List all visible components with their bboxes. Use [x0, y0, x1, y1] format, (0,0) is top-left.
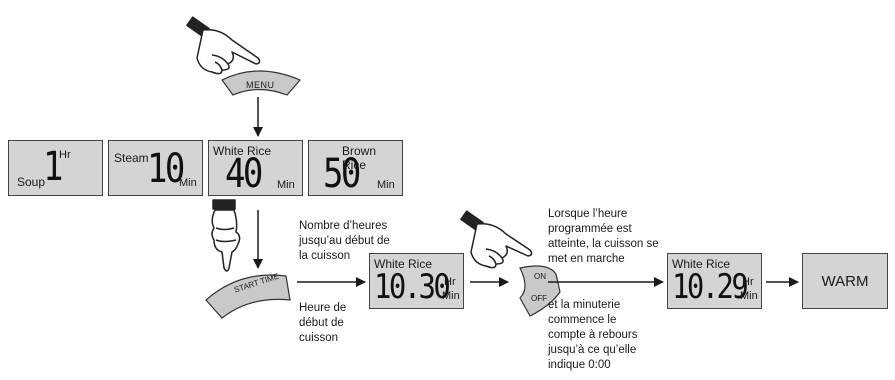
- display-soup: Soup 1 Hr: [8, 140, 103, 196]
- note-line: début de: [299, 317, 344, 329]
- note-line: indique 0:00: [548, 359, 611, 371]
- display-timer-run-value: 10.29: [672, 267, 749, 307]
- display-soup-unit: Hr: [59, 149, 71, 161]
- display-brown-rice-value: 50: [323, 151, 361, 197]
- display-timer-set: White Rice 10.30 Hr Min: [369, 253, 464, 309]
- note-line: atteinte, la cuisson se: [548, 238, 659, 250]
- display-timer-run: White Rice 10.29 Hr Min: [667, 253, 762, 309]
- note-line: Nombre d’heures: [299, 220, 388, 232]
- note-line: et la minuterie: [548, 299, 621, 311]
- display-timer-set-value: 10.30: [374, 267, 451, 307]
- menu-button-shape[interactable]: [221, 70, 301, 96]
- note-start-hour: Heure de début de cuisson: [299, 301, 346, 346]
- note-line: commence le: [548, 314, 617, 326]
- note-line: cuisson: [299, 332, 338, 344]
- display-timer-set-unit-min: Min: [442, 290, 460, 302]
- display-steam-label: Steam: [114, 151, 149, 165]
- display-white-rice: White Rice 40 Min: [208, 140, 303, 196]
- display-white-rice-unit: Min: [277, 179, 295, 191]
- display-steam-unit: Min: [179, 177, 197, 189]
- display-warm: WARM: [802, 253, 888, 309]
- note-line: Heure de: [299, 302, 347, 314]
- display-steam-value: 10: [147, 146, 185, 192]
- note-hours-until: Nombre d’heures jusqu’au début de la cui…: [299, 219, 390, 264]
- note-line: la cuisson: [299, 250, 351, 262]
- menu-button-label[interactable]: MENU: [246, 80, 275, 90]
- note-line: jusqu’au début de: [299, 235, 390, 247]
- display-brown-rice-label: Brown Rice: [342, 144, 377, 172]
- display-soup-value: 1: [43, 144, 63, 190]
- hand-pointer-icon: [186, 16, 261, 75]
- note-line: Lorsque l’heure: [548, 208, 628, 220]
- display-timer-run-unit-min: Min: [740, 290, 758, 302]
- note-line: jusqu’à ce qu’elle: [548, 344, 637, 356]
- on-off-button-shape[interactable]: [519, 265, 561, 317]
- display-warm-value: WARM: [821, 273, 869, 290]
- display-timer-run-label: White Rice: [672, 257, 731, 271]
- hand-pointer-down-icon: [211, 199, 241, 272]
- display-brown-rice: Brown Rice 50 Min: [308, 140, 403, 196]
- note-line: compte à rebours: [548, 329, 638, 341]
- display-steam: Steam 10 Min: [108, 140, 203, 196]
- display-white-rice-value: 40: [225, 151, 263, 197]
- display-soup-label: Soup: [17, 175, 46, 189]
- display-white-rice-label: White Rice: [213, 144, 272, 158]
- note-line: met en marche: [548, 253, 625, 265]
- display-timer-set-unit-hr: Hr: [444, 276, 456, 288]
- display-timer-set-label: White Rice: [374, 257, 433, 271]
- note-countdown: et la minuterie commence le compte à reb…: [548, 298, 638, 373]
- display-brown-rice-unit: Min: [377, 179, 395, 191]
- hand-pointer-onoff-icon: [460, 210, 533, 269]
- off-button-label[interactable]: OFF: [531, 294, 547, 303]
- start-time-button-shape[interactable]: [205, 274, 291, 319]
- on-button-label[interactable]: ON: [534, 272, 546, 281]
- note-when-reached: Lorsque l’heure programmée est atteinte,…: [548, 207, 659, 267]
- display-timer-run-unit-hr: Hr: [742, 276, 754, 288]
- note-line: programmée est: [548, 223, 632, 235]
